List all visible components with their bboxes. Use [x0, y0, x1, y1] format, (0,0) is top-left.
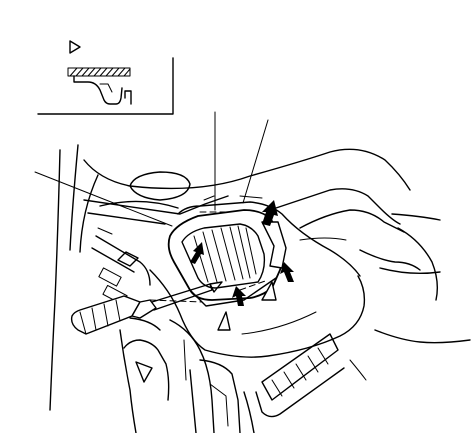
inset-clip-tab — [73, 75, 123, 105]
detail-inset — [37, 40, 174, 115]
triangle-outline-icon — [69, 40, 81, 54]
callout-leader-1 — [34, 171, 173, 227]
vent-louvers — [193, 225, 257, 283]
arrow-filled-icon — [262, 200, 278, 226]
inset-hatched-bar — [67, 67, 131, 77]
flat-blade-screwdriver — [70, 281, 223, 335]
arrow-filled-icon — [232, 286, 246, 306]
callout-leader-3 — [242, 119, 269, 204]
side-vent-grille — [255, 333, 345, 418]
callout-leaders — [34, 111, 269, 227]
air-vent-assembly — [149, 195, 287, 307]
inset-pin — [124, 90, 132, 105]
removal-arrows — [190, 200, 294, 331]
dashboard-body — [49, 144, 471, 433]
inset-frame — [37, 57, 174, 115]
column-triangle-cutout — [135, 361, 153, 383]
triangle-outline-icon — [261, 281, 277, 301]
arrow-filled-icon — [280, 262, 294, 282]
dash-oval-opening — [129, 171, 191, 201]
inset-clip-lip — [99, 83, 113, 93]
triangle-outline-icon — [217, 311, 231, 331]
arrow-filled-icon — [190, 242, 204, 264]
